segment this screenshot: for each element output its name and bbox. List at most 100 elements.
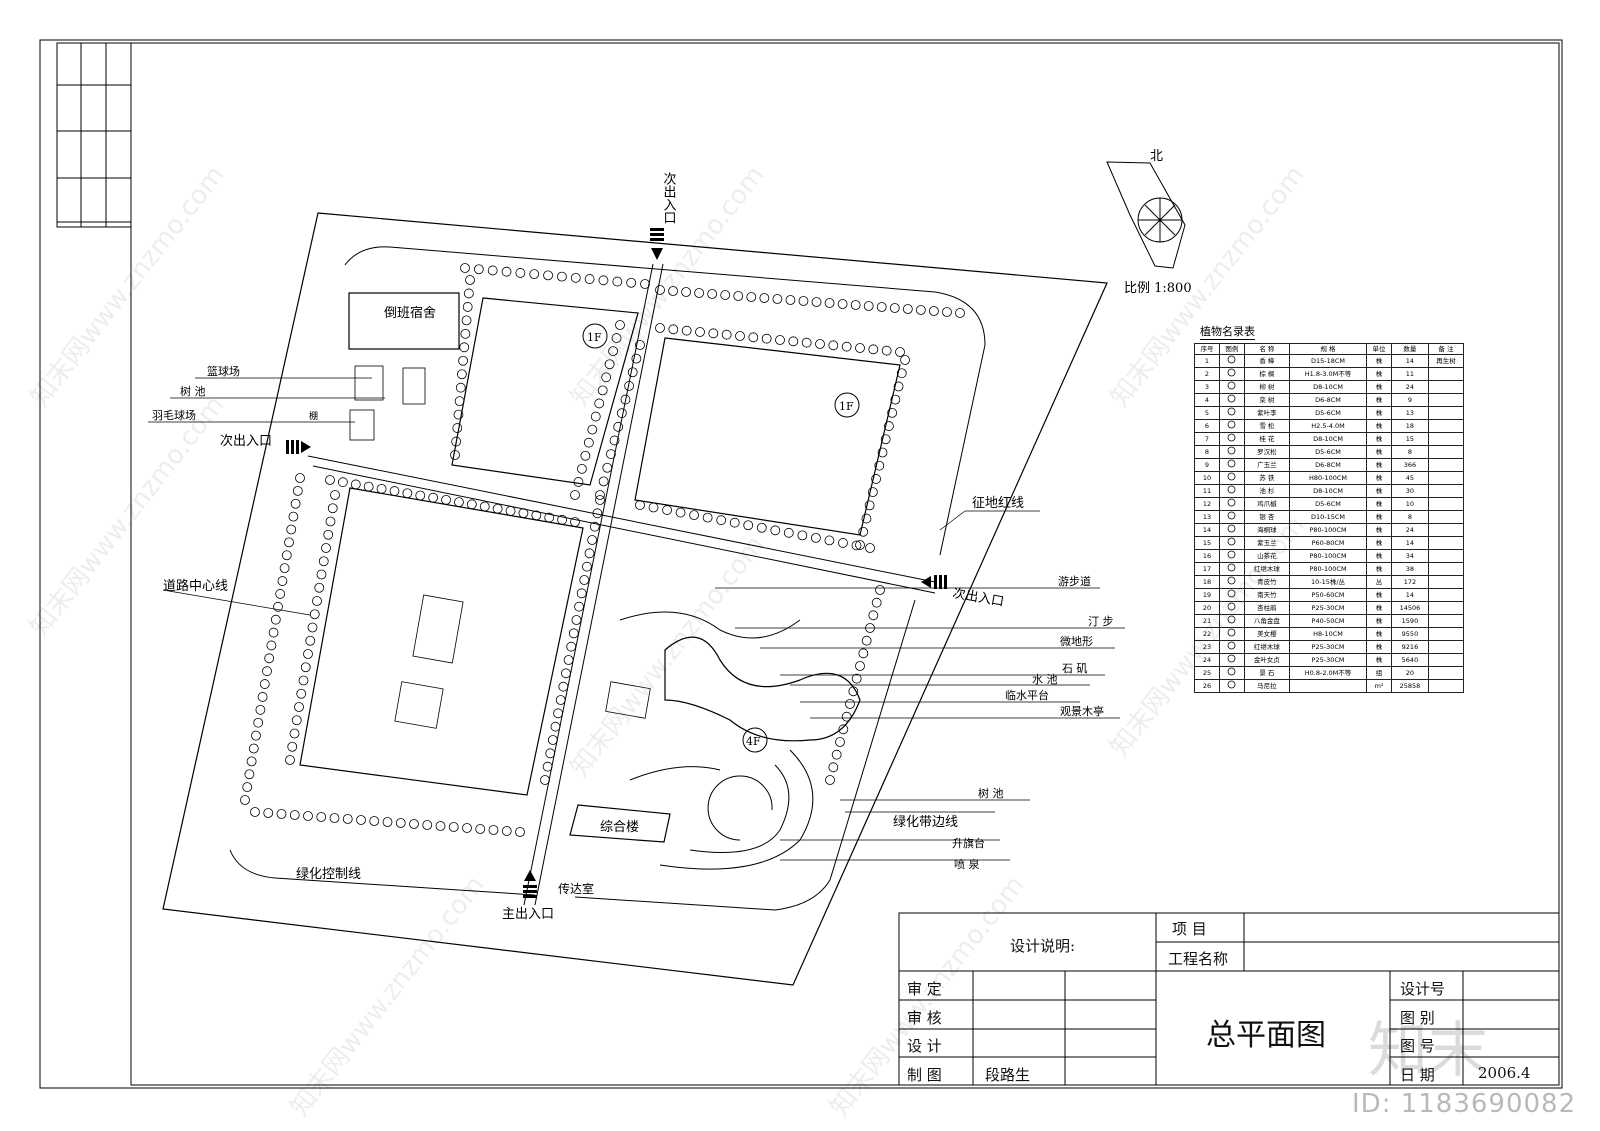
tree-mark: [735, 331, 745, 341]
tb-drawing-title: 总平面图: [1206, 1018, 1326, 1053]
tree-mark: [545, 748, 556, 759]
tree-mark: [553, 708, 563, 719]
plant-table-cell: 19: [1194, 588, 1220, 603]
tree-mark: [454, 497, 464, 508]
tree-mark: [329, 813, 340, 823]
plant-table-cell: [1427, 484, 1465, 499]
plant-table-cell: 株: [1366, 458, 1392, 473]
plant-table-cell: 3: [1194, 380, 1220, 395]
plant-table-cell: P25-30CM: [1288, 640, 1368, 655]
tree-mark: [858, 648, 869, 659]
plant-table-cell: P40-50CM: [1288, 614, 1368, 629]
tree-mark: [587, 535, 598, 545]
tree-mark: [655, 323, 665, 333]
plant-legend-symbol-icon: [1218, 536, 1245, 551]
plant-table-cell: 棕 榈: [1243, 367, 1290, 382]
tree-mark: [543, 270, 553, 281]
tree-mark: [871, 474, 881, 484]
tree-mark: [376, 483, 387, 494]
tree-mark: [595, 490, 605, 500]
tree-mark: [529, 269, 540, 280]
plant-legend-symbol-icon: [1218, 679, 1245, 694]
tree-mark: [566, 641, 577, 652]
tree-mark: [896, 368, 907, 379]
plant-table-cell: 22: [1194, 627, 1220, 642]
plant-table-cell: 株: [1366, 497, 1392, 512]
tb-project-label: 项 目: [1172, 920, 1207, 938]
tree-mark: [624, 381, 634, 391]
plant-table-cell: 苏 铁: [1243, 471, 1290, 486]
callout-stepping-stones: 汀 步: [1088, 615, 1114, 628]
tree-mark: [303, 649, 313, 659]
tree-mark: [743, 520, 754, 531]
plant-table-cell: 9: [1194, 458, 1220, 473]
tree-mark: [463, 288, 474, 299]
plant-table-cell: [1288, 679, 1368, 694]
tree-mark: [570, 490, 580, 500]
tree-mark: [785, 295, 796, 305]
tree-mark: [783, 527, 794, 538]
tree-mark: [295, 473, 305, 483]
tree-mark: [337, 477, 348, 488]
leader-lines-right: [715, 510, 1125, 861]
tb-drawing-type: 图 别: [1400, 1009, 1435, 1027]
tree-mark: [850, 300, 861, 310]
plant-table-cell: 美女樱: [1243, 627, 1290, 642]
tree-mark: [296, 688, 307, 699]
tree-mark: [602, 462, 613, 473]
tree-mark: [264, 653, 275, 664]
tree-mark: [475, 824, 486, 834]
tree-mark: [518, 508, 529, 519]
plant-table-cell: [1427, 627, 1465, 642]
plant-table-cell: 24: [1390, 380, 1429, 395]
tree-mark: [402, 488, 413, 499]
plant-table-cell: [1427, 588, 1465, 603]
tree-mark: [350, 479, 361, 490]
tree-mark: [831, 749, 842, 760]
tree-mark: [707, 289, 718, 299]
plant-table-cell: 12: [1194, 497, 1220, 512]
tree-mark: [611, 333, 622, 343]
callout-green-control: 绿化控制线: [296, 867, 361, 882]
plant-table-cell: 13: [1390, 406, 1429, 421]
plant-table-cell: P50-60CM: [1288, 588, 1368, 603]
plant-table-cell: 再生树: [1427, 354, 1465, 369]
tree-mark: [598, 275, 609, 286]
tree-mark: [242, 782, 253, 793]
tree-mark: [515, 827, 525, 837]
plant-table-header-row: 序号图例名 称规 格单位数量备 注: [1194, 342, 1465, 356]
plant-table-header-cell: 数量: [1390, 342, 1429, 356]
tree-mark: [606, 449, 616, 459]
tree-mark: [770, 525, 781, 536]
callout-micro-terrain: 微地形: [1060, 634, 1093, 648]
plant-table-cell: 山茶花: [1243, 549, 1290, 564]
plant-table-cell: P25-30CM: [1288, 601, 1368, 616]
tree-mark: [257, 692, 268, 702]
plant-legend-symbol-icon: [1218, 588, 1245, 603]
tree-mark: [465, 275, 475, 285]
plant-table-cell: 株: [1366, 601, 1392, 616]
tree-mark: [810, 532, 821, 543]
tree-mark: [797, 530, 808, 541]
plant-table-cell: 5: [1194, 406, 1220, 421]
plant-table-cell: [1427, 679, 1465, 694]
tree-mark: [240, 795, 250, 805]
plant-table-cell: 青皮竹: [1243, 575, 1290, 590]
tree-mark: [268, 627, 279, 638]
plant-table-cell: 株: [1366, 484, 1392, 499]
tree-mark: [828, 762, 839, 773]
tree-mark: [584, 548, 595, 559]
plant-table-cell: 株: [1366, 510, 1392, 525]
tree-mark: [571, 615, 582, 625]
plant-table-cell: 18: [1194, 575, 1220, 590]
north-arrow: [1106, 161, 1186, 269]
plant-legend-symbol-icon: [1218, 510, 1245, 525]
plant-table-cell: 366: [1390, 458, 1429, 473]
tree-mark: [858, 526, 869, 537]
plant-table-cell: 9216: [1390, 640, 1429, 655]
